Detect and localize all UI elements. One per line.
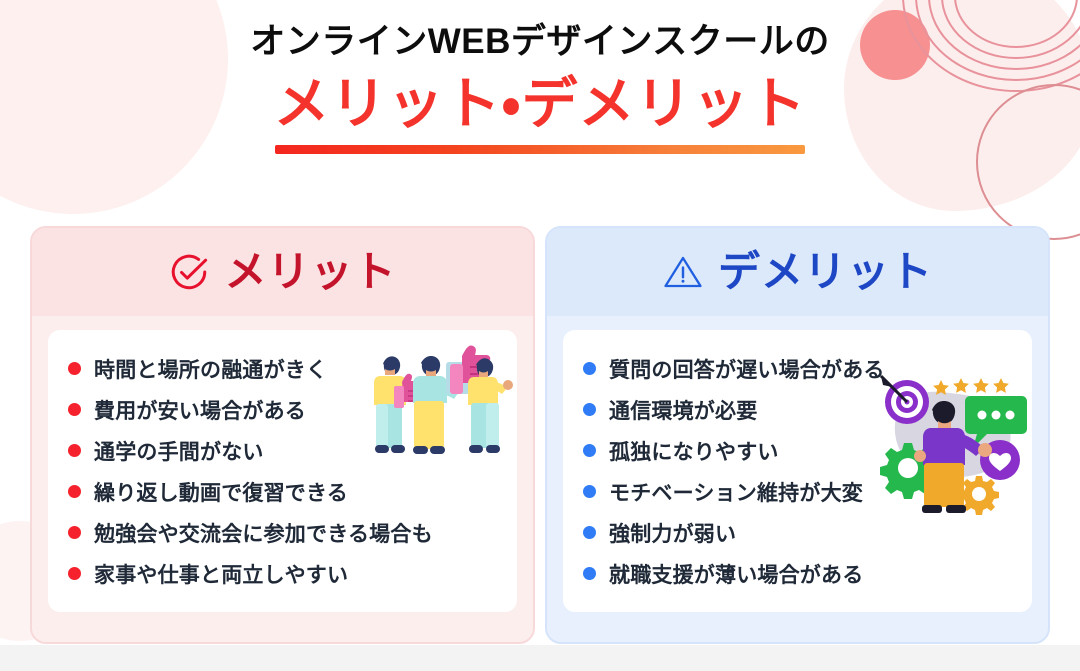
comparison-panels: メリット xyxy=(0,226,1080,646)
list-item-label: 勉強会や交流会に参加できる場合も xyxy=(94,522,433,546)
list-item-label: 費用が安い場合がある xyxy=(94,399,306,423)
list-item-label: 家事や仕事と両立しやすい xyxy=(94,563,349,587)
bullet-icon xyxy=(583,362,596,375)
merit-panel: メリット xyxy=(30,226,535,644)
demerit-panel: デメリット xyxy=(545,226,1050,644)
bullet-icon xyxy=(583,567,596,580)
list-item: 強制力が弱い xyxy=(563,512,1032,553)
list-item: 就職支援が薄い場合がある xyxy=(563,553,1032,594)
list-item: 質問の回答が遅い場合がある xyxy=(563,348,1032,389)
demerit-panel-header: デメリット xyxy=(547,228,1048,316)
bullet-icon xyxy=(583,526,596,539)
three-people-thumbs-up-illustration xyxy=(374,345,513,454)
bullet-icon xyxy=(68,403,81,416)
list-item: 勉強会や交流会に参加できる場合も xyxy=(48,512,517,553)
list-item-label: 質問の回答が遅い場合がある xyxy=(609,358,885,382)
list-item: 時間と場所の融通がきく xyxy=(48,348,517,389)
merit-panel-body: 時間と場所の融通がきく 費用が安い場合がある 通学の手間がない 繰り返し動画で復… xyxy=(48,330,517,612)
list-item: 孤独になりやすい xyxy=(563,430,1032,471)
list-item-label: 孤独になりやすい xyxy=(609,440,779,464)
list-item-label: 時間と場所の融通がきく xyxy=(94,358,328,382)
page-title: オンラインWEBデザインスクールの メリット・デメリット xyxy=(0,22,1080,155)
list-item-label: 繰り返し動画で復習できる xyxy=(94,481,348,505)
bullet-icon xyxy=(583,444,596,457)
bullet-icon xyxy=(583,485,596,498)
list-item: 通信環境が必要 xyxy=(563,389,1032,430)
merit-panel-header: メリット xyxy=(32,228,533,316)
bullet-icon xyxy=(68,485,81,498)
bullet-icon xyxy=(583,403,596,416)
merit-panel-title: メリット xyxy=(224,248,397,295)
demerit-panel-body: 質問の回答が遅い場合がある 通信環境が必要 孤独になりやすい モチベーション維持… xyxy=(563,330,1032,612)
check-circle-icon xyxy=(172,254,208,290)
bullet-icon xyxy=(68,444,81,457)
list-item-label: 通信環境が必要 xyxy=(609,399,758,423)
list-item-label: 強制力が弱い xyxy=(609,522,737,546)
list-item: 家事や仕事と両立しやすい xyxy=(48,553,517,594)
title-line-primary: オンラインWEBデザインスクールの xyxy=(250,22,830,61)
list-item: 通学の手間がない xyxy=(48,430,517,471)
demerit-panel-title: デメリット xyxy=(717,248,933,295)
list-item-label: 通学の手間がない xyxy=(94,440,264,464)
bullet-icon xyxy=(68,567,81,580)
list-item-label: 就職支援が薄い場合がある xyxy=(609,563,864,587)
merit-list: 時間と場所の融通がきく 費用が安い場合がある 通学の手間がない 繰り返し動画で復… xyxy=(48,330,517,594)
warning-triangle-icon xyxy=(664,256,702,288)
decorative-bottom-strip xyxy=(0,645,1080,671)
bullet-icon xyxy=(68,362,81,375)
list-item: モチベーション維持が大変 xyxy=(563,471,1032,512)
demerit-list: 質問の回答が遅い場合がある 通信環境が必要 孤独になりやすい モチベーション維持… xyxy=(563,330,1032,594)
title-underline xyxy=(275,145,805,155)
title-line-highlight: メリット・デメリット xyxy=(273,72,807,136)
person-with-target-and-gears-illustration xyxy=(879,374,1027,515)
bullet-icon xyxy=(68,526,81,539)
list-item-label: モチベーション維持が大変 xyxy=(609,481,863,505)
list-item: 費用が安い場合がある xyxy=(48,389,517,430)
list-item: 繰り返し動画で復習できる xyxy=(48,471,517,512)
